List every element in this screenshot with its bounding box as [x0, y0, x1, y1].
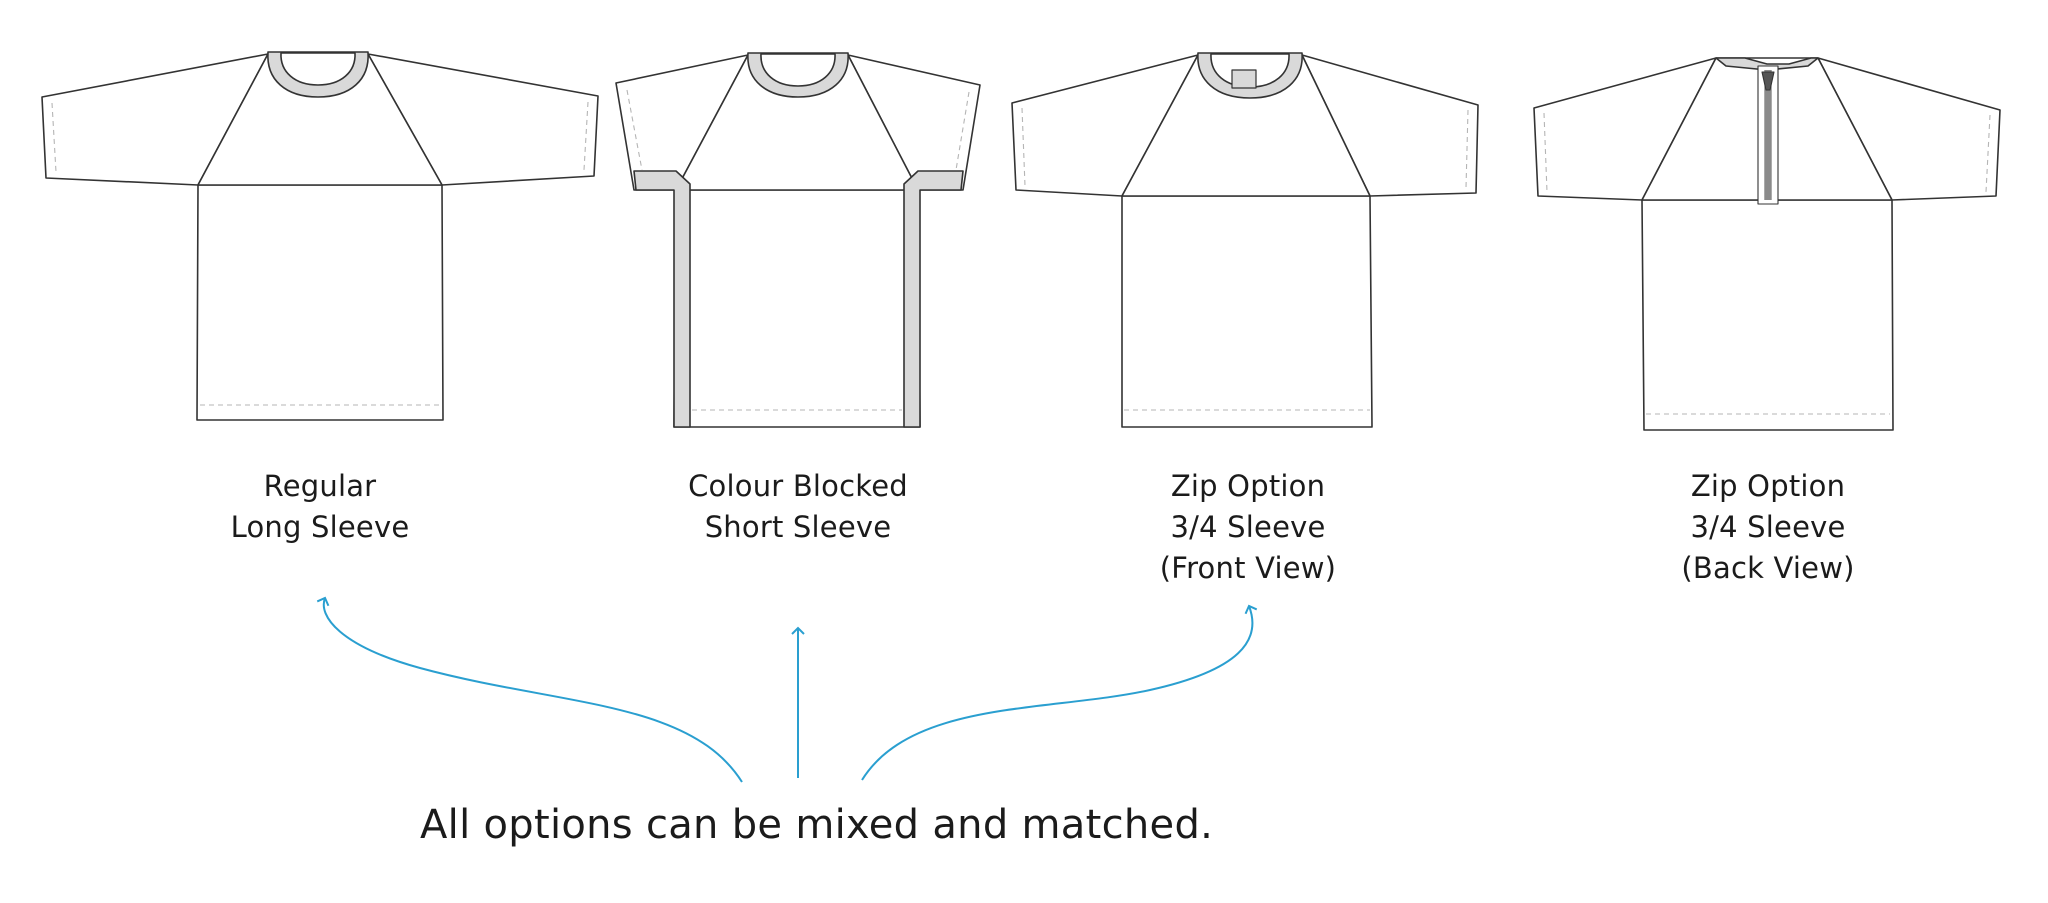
label-regular-long-sleeve: Regular Long Sleeve: [160, 466, 480, 548]
stitch-lines: [1021, 107, 1469, 411]
label-line: (Back View): [1681, 551, 1855, 585]
caption: All options can be mixed and matched.: [420, 802, 1214, 848]
label-zip-option-front: Zip Option 3/4 Sleeve (Front View): [1088, 466, 1408, 589]
label-line: (Front View): [1159, 551, 1337, 585]
stitch-lines: [1543, 112, 1991, 415]
stitch-lines: [626, 89, 970, 411]
label-line: Long Sleeve: [230, 510, 410, 544]
arrow-to-zip-front: [861, 604, 1258, 781]
zip-tab: [1231, 69, 1257, 89]
garment-zip-option-back: [1533, 57, 2001, 431]
label-colour-blocked-short-sleeve: Colour Blocked Short Sleeve: [638, 466, 958, 548]
label-line: Zip Option: [1170, 469, 1326, 503]
stitch-lines: [51, 101, 589, 406]
garment-body: [1641, 199, 1894, 431]
garment-zip-option-front: [1011, 52, 1479, 428]
label-zip-option-back: Zip Option 3/4 Sleeve (Back View): [1608, 466, 1928, 589]
colour-block-right: [903, 170, 964, 428]
zipper: [1757, 65, 1779, 205]
mix-and-match-arrows: [316, 596, 1258, 783]
garment-body: [196, 184, 444, 421]
label-line: 3/4 Sleeve: [1690, 510, 1846, 544]
arrow-to-regular: [316, 596, 743, 783]
zip-pull: [1761, 71, 1775, 91]
zip-teeth: [1765, 70, 1771, 200]
neck-opening: [760, 53, 836, 87]
garment-body: [1121, 195, 1373, 428]
garment-regular-long-sleeve: [41, 51, 599, 421]
label-line: Short Sleeve: [704, 510, 892, 544]
label-line: Colour Blocked: [688, 469, 908, 503]
label-line: Regular: [263, 469, 377, 503]
garment-body: [673, 189, 921, 428]
neck-opening: [280, 52, 356, 86]
garment-colour-blocked-short-sleeve: [615, 52, 981, 428]
label-line: Zip Option: [1690, 469, 1846, 503]
label-line: 3/4 Sleeve: [1170, 510, 1326, 544]
neck-binding: [1715, 57, 1819, 71]
colour-block-left: [633, 170, 691, 428]
